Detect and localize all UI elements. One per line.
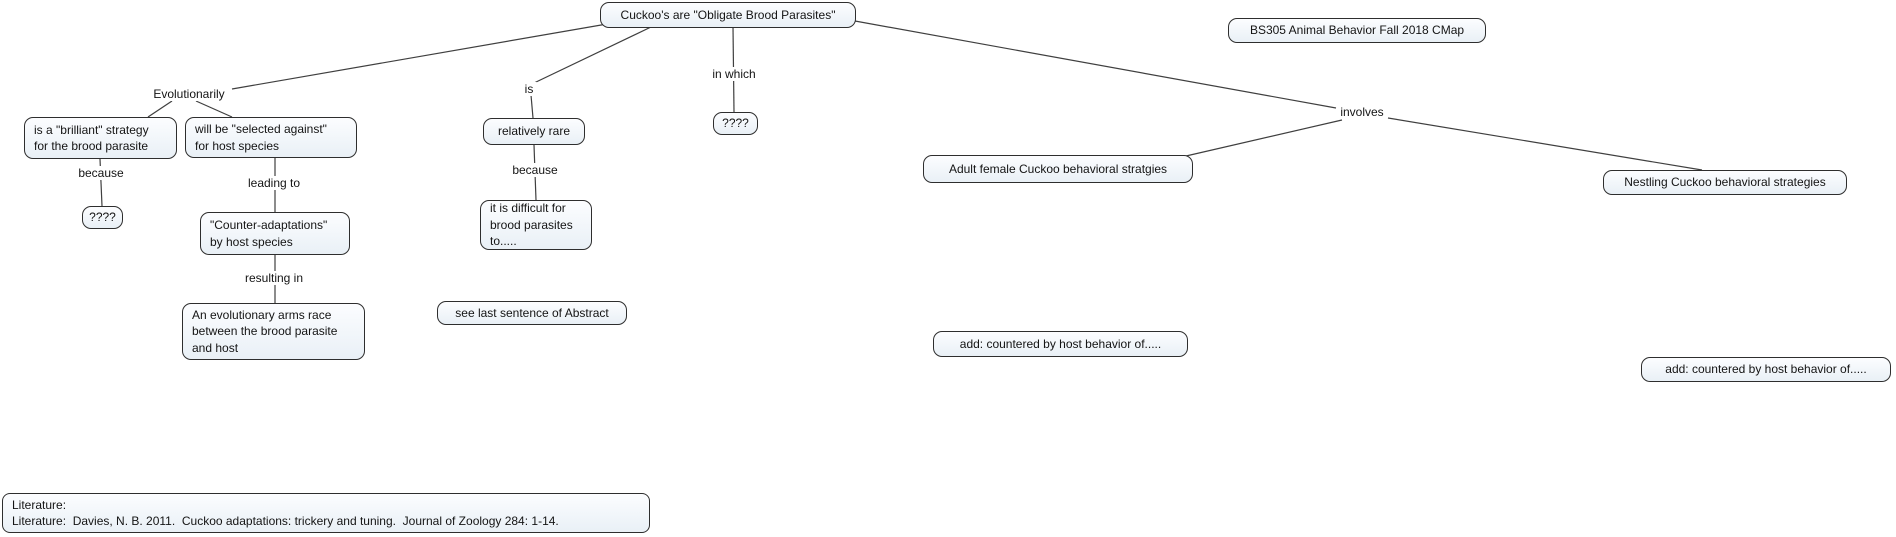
concept-node-counter-adaptations[interactable]: "Counter-adaptations" by host species: [200, 212, 350, 255]
link-label-evolutionarily[interactable]: Evolutionarily: [150, 87, 228, 101]
link-label-in-which[interactable]: in which: [709, 67, 759, 81]
concept-node-unknown-left[interactable]: ????: [82, 206, 123, 229]
concept-node-nestling-strategies[interactable]: Nestling Cuckoo behavioral strategies: [1603, 170, 1847, 195]
link-label-is[interactable]: is: [521, 82, 537, 96]
link-label-resulting-in[interactable]: resulting in: [241, 271, 307, 285]
concept-node-root[interactable]: Cuckoo's are "Obligate Brood Parasites": [600, 2, 856, 28]
concept-node-difficult[interactable]: it is difficult for brood parasites to..…: [480, 200, 592, 250]
concept-node-abstract-note[interactable]: see last sentence of Abstract: [437, 301, 627, 325]
concept-node-add-countered-nestling[interactable]: add: countered by host behavior of.....: [1641, 357, 1891, 382]
concept-node-add-countered-adult[interactable]: add: countered by host behavior of.....: [933, 331, 1188, 357]
concept-node-selected-against[interactable]: will be "selected against" for host spec…: [185, 117, 357, 158]
link-label-involves[interactable]: involves: [1337, 105, 1387, 119]
concept-node-course-title[interactable]: BS305 Animal Behavior Fall 2018 CMap: [1228, 18, 1486, 43]
concept-node-unknown-mid[interactable]: ????: [713, 112, 758, 135]
concept-node-relatively-rare[interactable]: relatively rare: [483, 118, 585, 145]
link-label-leading-to[interactable]: leading to: [244, 176, 304, 190]
link-label-because-mid[interactable]: because: [509, 163, 561, 177]
link-label-because-left[interactable]: because: [75, 166, 127, 180]
concept-node-brilliant-strategy[interactable]: is a "brilliant" strategy for the brood …: [24, 117, 177, 159]
concept-node-literature[interactable]: Literature: Literature: Davies, N. B. 20…: [2, 493, 650, 533]
concept-node-adult-female-strategies[interactable]: Adult female Cuckoo behavioral stratgies: [923, 155, 1193, 183]
concept-node-arms-race[interactable]: An evolutionary arms race between the br…: [182, 303, 365, 360]
